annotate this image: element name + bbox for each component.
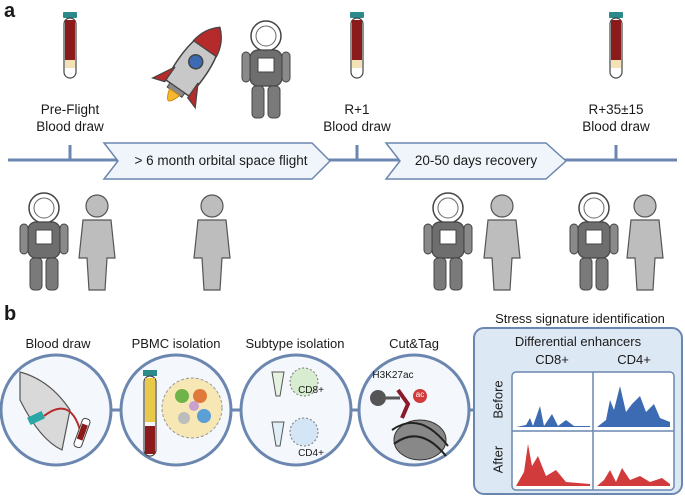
timepoint-r1-label: R+1 Blood draw: [307, 101, 407, 135]
differential-enhancers-title: Differential enhancers: [514, 334, 642, 349]
timepoint-line1: R+1: [344, 102, 370, 117]
timepoint-line2: Blood draw: [323, 119, 391, 134]
mark-h3k27ac-label: H3K27ac: [372, 370, 414, 381]
stress-signature-title: Stress signature identification: [495, 311, 665, 326]
row-after-label: After: [490, 445, 506, 474]
track-before-cd4: [597, 386, 670, 427]
timepoint-line1: Pre-Flight: [40, 102, 100, 117]
panel-a-illustration: [8, 11, 677, 291]
track-before-cd8: [516, 406, 590, 427]
track-after-cd8: [516, 444, 590, 486]
panel-a-letter: a: [4, 0, 16, 22]
ac-label: ac: [415, 390, 425, 399]
row-before-label: Before: [490, 380, 506, 419]
subtype-cd4-label: CD4+: [298, 448, 324, 459]
track-after-cd4: [597, 468, 670, 486]
panel-b-illustration: [0, 327, 683, 495]
column-cd8-label: CD8+: [535, 352, 569, 367]
timepoint-r35-label: R+35±15 Blood draw: [566, 101, 666, 135]
timepoint-preflight-label: Pre-Flight Blood draw: [20, 101, 120, 135]
subtype-cd8-label: CD8+: [298, 385, 324, 396]
timepoint-line2: Blood draw: [36, 119, 104, 134]
step-blood-draw-label: Blood draw: [25, 336, 91, 351]
step-cuttag-label: Cut&Tag: [389, 336, 439, 351]
timepoint-line2: Blood draw: [582, 119, 650, 134]
step-pbmc-label: PBMC isolation: [131, 336, 221, 351]
step-subtype-label: Subtype isolation: [245, 336, 345, 351]
panel-b-letter: b: [4, 303, 17, 325]
phase-spaceflight-label: > 6 month orbital space flight: [134, 153, 308, 168]
phase-recovery-label: 20-50 days recovery: [414, 153, 538, 168]
column-cd4-label: CD4+: [617, 352, 651, 367]
step-subtype-circle: [239, 353, 353, 467]
timepoint-line1: R+35±15: [588, 102, 644, 117]
